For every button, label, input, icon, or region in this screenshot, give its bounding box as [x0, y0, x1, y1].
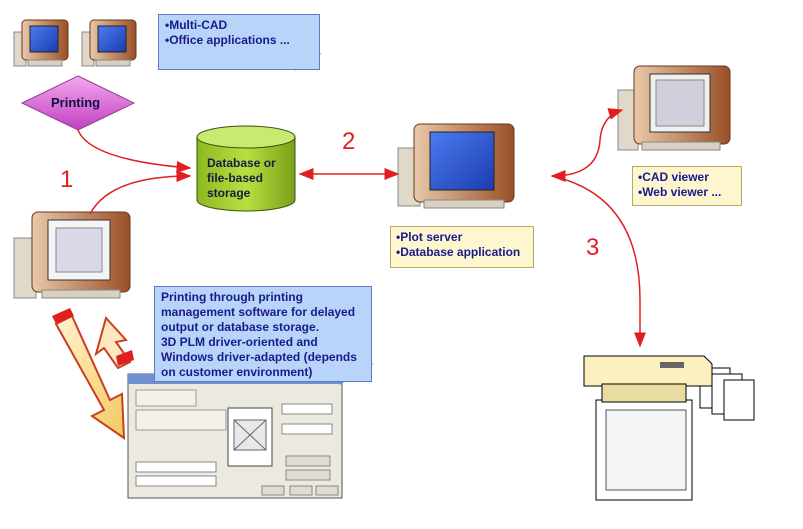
- print-dialog-screenshot: [127, 373, 343, 499]
- note-line: output or database storage.: [161, 320, 320, 334]
- plot-server-line: •Plot server: [396, 230, 463, 244]
- workstation-computer-icon: [81, 19, 137, 67]
- database-label-line: Database or: [207, 156, 276, 170]
- plot-server-computer-icon: [397, 123, 515, 209]
- printing-label: Printing: [51, 95, 101, 110]
- viewer-label-box: •CAD viewer •Web viewer ...: [632, 166, 742, 206]
- plotter-printer-icon: [583, 355, 755, 501]
- step-number-3: 3: [586, 234, 600, 261]
- note-line: on customer environment): [161, 365, 313, 379]
- input-big-arrow-icon: [52, 308, 134, 370]
- server-to-plotter-arrow: [551, 175, 646, 348]
- note-line: •Office applications ...: [165, 33, 290, 47]
- viewer-line: •CAD viewer: [638, 170, 709, 184]
- database-cylinder-icon: [196, 125, 296, 212]
- document-workstation-icon: [13, 211, 131, 299]
- database-label-line: file-based: [207, 171, 264, 185]
- plot-server-label-box: •Plot server •Database application: [390, 226, 534, 268]
- plot-server-line: •Database application: [396, 245, 521, 259]
- note-line: 3D PLM driver-oriented and: [161, 335, 318, 349]
- note-line: •Multi-CAD: [165, 18, 228, 32]
- step-number-1: 1: [60, 166, 74, 193]
- workstation-computer-icon: [13, 19, 69, 67]
- printing-management-note: Printing through printing management sof…: [154, 286, 372, 382]
- note-line: management software for delayed: [161, 305, 356, 319]
- database-label-line: storage: [207, 186, 251, 200]
- note-line: Printing through printing: [161, 290, 303, 304]
- step-number-2: 2: [342, 128, 356, 155]
- workstation-to-database-arrow: [89, 170, 192, 215]
- multi-cad-note: •Multi-CAD •Office applications ...: [158, 14, 320, 70]
- viewer-computer-icon: [617, 65, 731, 151]
- output-big-arrow-icon: [54, 314, 126, 440]
- note-line: Windows driver-adapted (depends: [161, 350, 357, 364]
- database-label: Database or file-based storage: [207, 156, 276, 201]
- server-viewer-link-arrow: [550, 108, 624, 182]
- printing-to-database-arrow: [77, 129, 192, 173]
- viewer-line: •Web viewer ...: [638, 185, 722, 199]
